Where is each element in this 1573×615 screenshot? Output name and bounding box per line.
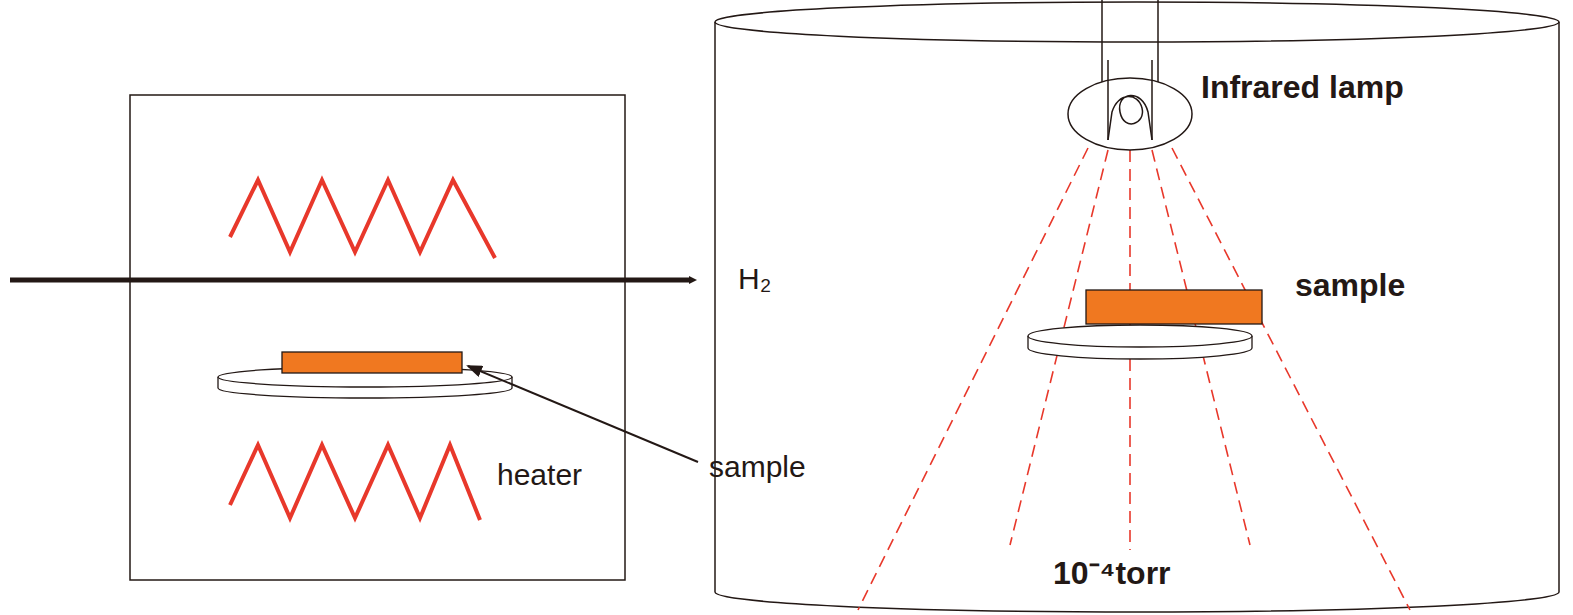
pressure-label: 10⁻⁴torr [1050, 556, 1174, 591]
sample-plate [282, 352, 462, 373]
sample-plate [1086, 290, 1262, 324]
gas-flow-arrow [10, 278, 690, 283]
part-label: heater [494, 458, 585, 491]
heater-coil [230, 445, 480, 520]
heater-coil [230, 180, 495, 258]
infrared-lamp [1068, 0, 1192, 150]
part-label: Infrared lamp [1198, 70, 1407, 105]
gas-label: H₂ [735, 262, 774, 295]
furnace-box [130, 95, 625, 580]
sample-dish [1028, 325, 1252, 359]
part-label: sample [1292, 268, 1408, 303]
infrared-rays [858, 148, 1410, 610]
part-label: sample [706, 450, 809, 483]
vacuum-chamber [715, 2, 1559, 612]
leader-line [468, 366, 698, 462]
